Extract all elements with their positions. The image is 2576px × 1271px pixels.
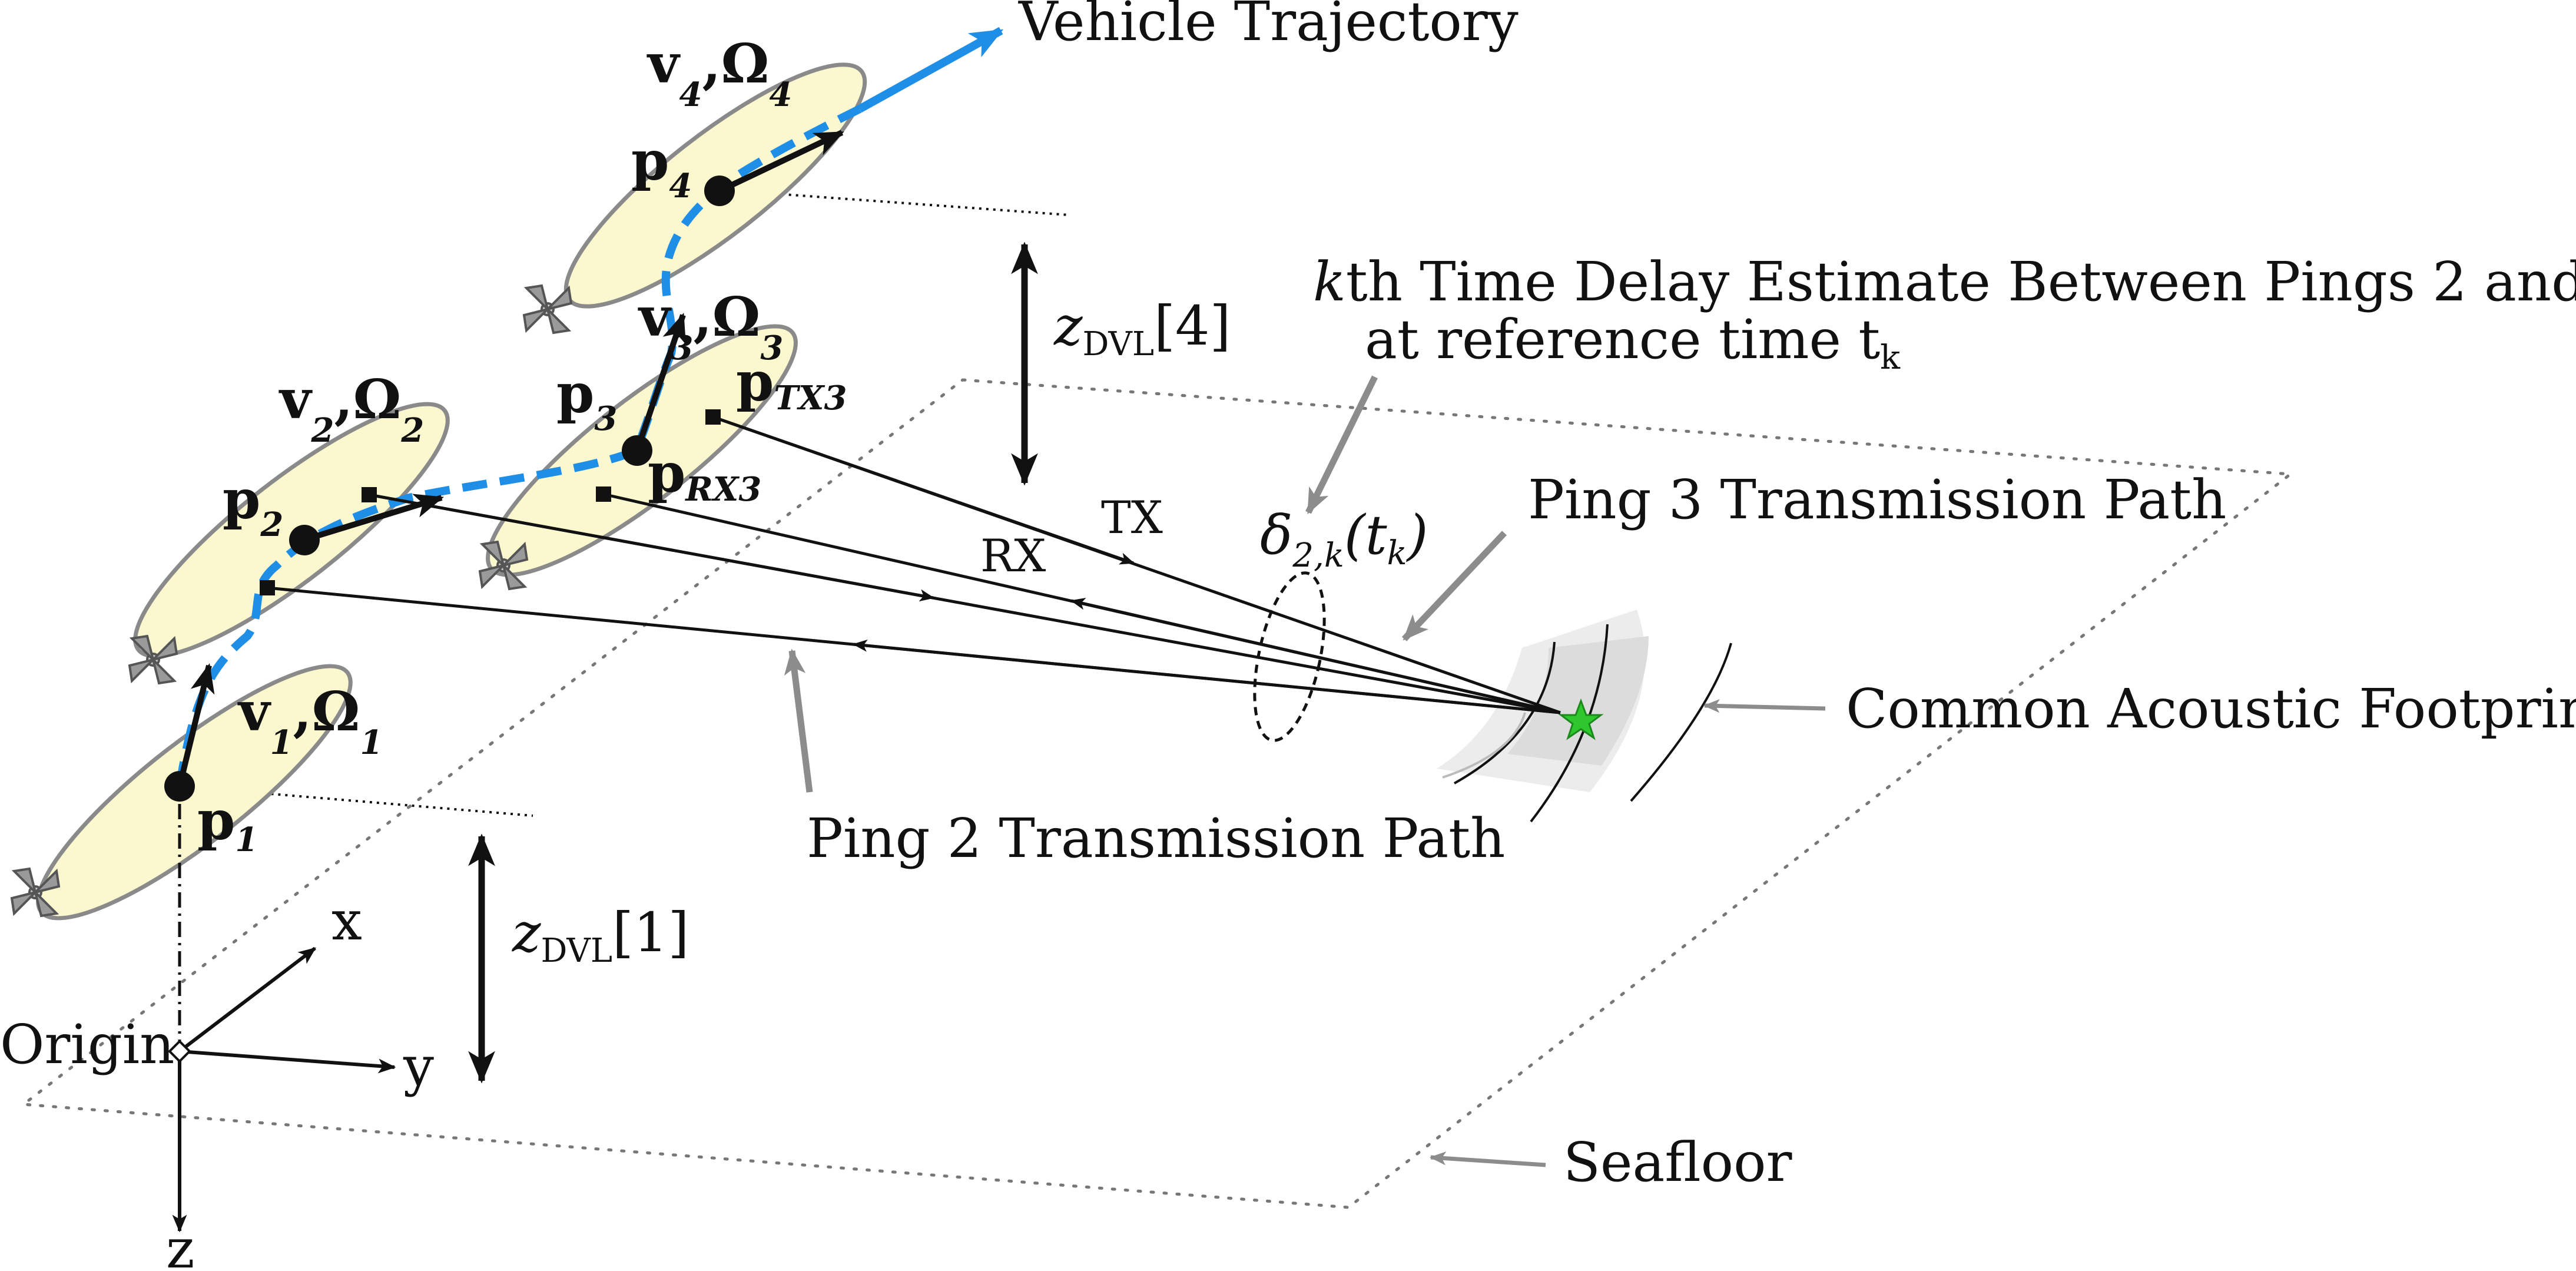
ping2-pointer-arrow [784,648,813,793]
star-icon [1558,698,1604,740]
trajectory-arrow [857,27,1004,113]
delay-pointer-arrow [1305,375,1378,515]
position-label-3: p3 [556,362,617,438]
ping-paths [267,415,1561,714]
z-axis-label: z [166,1217,194,1271]
propeller-icon [523,284,572,334]
ping3-path-label: Ping 3 Transmission Path [1528,468,2226,531]
position-dot-1 [164,771,195,802]
rx-label: RX [980,529,1046,582]
tx3-position-label: pTX3 [736,350,847,418]
position-dot-2 [289,525,320,555]
dvl-depth-label-1: zDVL[1] [512,901,689,970]
position-dot-3 [622,435,652,466]
origin-label: Origin [0,1013,174,1076]
seafloor-label: Seafloor [1563,1131,1792,1194]
velocity-arrow-1 [177,663,215,787]
seafloor-pointer-arrow [1429,1151,1546,1167]
ping3-pointer-arrow [1402,531,1507,641]
time-delay-symbol: δ2,k(tk) [1260,504,1428,575]
velocity-arrow-4 [718,130,844,194]
ping2-path-label: Ping 2 Transmission Path [807,807,1505,870]
position-label-4: p4 [631,129,692,206]
dvl-depth-label-4: zDVL[4] [1053,294,1231,363]
vehicle-pose-1 [11,664,353,921]
tx-label: TX [1101,491,1163,544]
position-label-1: p1 [197,789,258,859]
velocity-label-4: v4,Ω4 [647,32,792,114]
vehicle-trajectory-label: Vehicle Trajectory [1018,0,1519,53]
velocity-label-2: v2,Ω2 [279,368,424,450]
depth-reference-line-1 [179,785,533,817]
position-dot-4 [704,176,735,206]
velocity-label-1: v1,Ω1 [237,680,383,762]
acoustic-footprint [1437,610,1732,823]
rx3-position-label: pRX3 [648,441,761,509]
time-delay-subtitle: at reference time tk [1365,308,1901,377]
origin-marker [168,1040,191,1063]
coordinate-frame [168,804,396,1233]
footprint-pointer-arrow [1703,699,1826,713]
y-axis-label: y [403,1035,434,1098]
velocity-label-3: v3,Ω3 [638,285,783,368]
vehicle-pose-2 [128,402,450,684]
x-axis-label: x [331,889,362,952]
seafloor-plane [19,378,2295,1209]
time-delay-ellipse [1253,571,1326,742]
common-footprint-label: Common Acoustic Footprint [1846,677,2576,740]
velocity-arrow-3 [634,313,687,452]
position-label-2: p2 [223,468,283,544]
time-delay-title: kth Time Delay Estimate Between Pings 2 … [1313,250,2576,313]
